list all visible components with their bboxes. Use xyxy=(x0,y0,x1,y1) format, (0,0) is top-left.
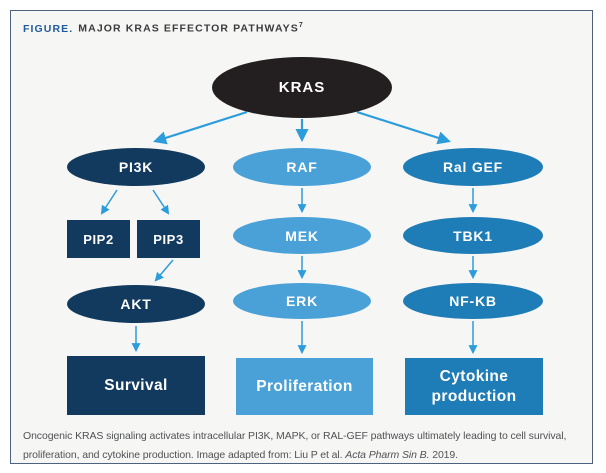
node-erk: ERK xyxy=(233,283,371,319)
node-pip3: PIP3 xyxy=(137,220,200,258)
node-ralgef: Ral GEF xyxy=(403,148,543,186)
caption-year: 2019. xyxy=(429,448,458,461)
node-raf: RAF xyxy=(233,148,371,186)
node-akt: AKT xyxy=(67,285,205,323)
node-pip2: PIP2 xyxy=(67,220,130,258)
node-mek: MEK xyxy=(233,217,371,254)
node-proliferation: Proliferation xyxy=(236,358,373,415)
caption-body: Oncogenic KRAS signaling activates intra… xyxy=(23,430,567,461)
node-kras: KRAS xyxy=(212,57,392,118)
node-tbk1: TBK1 xyxy=(403,217,543,254)
figure-title-reference: 7 xyxy=(298,22,303,29)
figure-title-text: MAJOR KRAS EFFECTOR PATHWAYS xyxy=(78,22,299,35)
node-survival: Survival xyxy=(67,356,205,415)
node-pi3k: PI3K xyxy=(67,148,205,186)
caption-citation: Acta Pharm Sin B. xyxy=(345,448,430,461)
figure-caption: Oncogenic KRAS signaling activates intra… xyxy=(23,427,579,465)
node-cytokine-production: Cytokine production xyxy=(405,358,543,415)
node-nfkb: NF-KB xyxy=(403,283,543,319)
figure-title: FIGURE. MAJOR KRAS EFFECTOR PATHWAYS7 xyxy=(23,22,303,35)
figure-title-label: FIGURE. xyxy=(23,22,74,35)
